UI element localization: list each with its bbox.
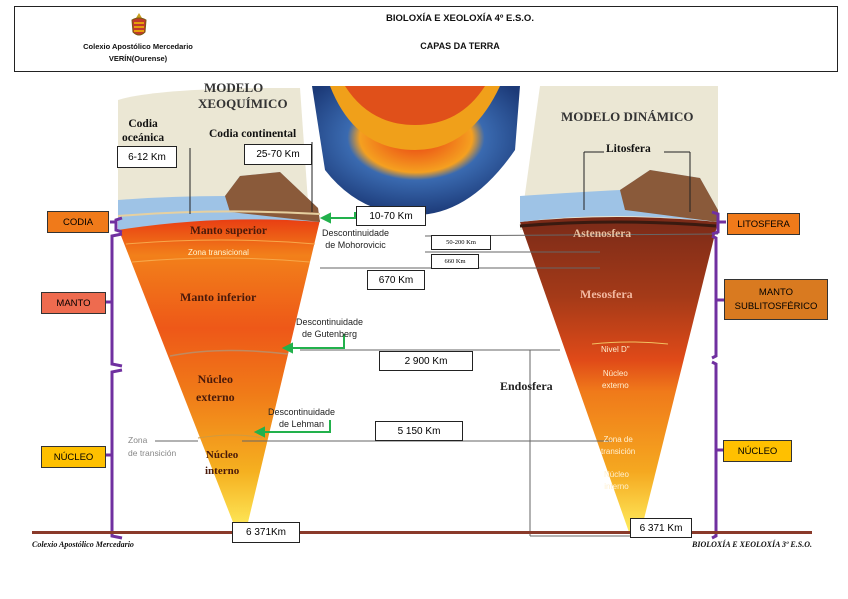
lower-mantle-label: Manto inferior [180,290,256,305]
inner-core-line2: interno [205,463,239,479]
km-box-2900: 2 900 Km [379,351,473,371]
moho-line2: de Mohorovicic [322,239,389,251]
km-box-6371-left: 6 371Km [232,522,300,543]
label-codia: CODIA [47,211,109,233]
left-model-title-line2: XEOQUÍMICO [198,96,288,112]
r-outer-core-label: Núcleo externo [602,368,629,392]
gutenberg-line1: Descontinuidade [296,316,363,328]
label-manto-sub-line1: MANTO [759,286,793,300]
label-litosfera: LITOSFERA [727,213,800,235]
transition-zone-note-line1: Zona [128,434,176,447]
outer-core-line1: Núcleo [196,370,235,388]
km-box-5150: 5 150 Km [375,421,463,441]
r-outer-core-line1: Núcleo [602,368,629,380]
nivel-d-label: Nivel D" [601,345,630,354]
lehman-line2: de Lehman [268,418,335,430]
left-model-title-line1: MODELO [198,80,288,96]
left-model-title: MODELO XEOQUÍMICO [198,80,288,112]
continental-crust-label: Codia continental [209,128,296,140]
r-transition-zone-label: Zona de transición [601,434,635,458]
label-nucleo-right: NÚCLEO [723,440,792,462]
transition-zone-note-line2: de transición [128,447,176,460]
oceanic-crust-line2: oceánica [122,131,164,145]
moho-line1: Descontinuidade [322,227,389,239]
inner-core-line1: Núcleo [205,447,239,463]
r-inner-core-line1: Núcleo [604,469,629,481]
footer-right-text: BIOLOXÍA E XEOLOXÍA 3º E.S.O. [692,540,812,549]
km-box-6371-right: 6 371 Km [630,518,692,538]
footer-left-text: Colexio Apostólico Mercedario [32,540,134,549]
label-manto: MANTO [41,292,106,314]
moho-discontinuity-label: Descontinuidade de Mohorovicic [322,227,389,251]
label-manto-sublitosferico: MANTO SUBLITOSFÉRICO [724,279,828,320]
endosphere-label: Endosfera [500,379,553,394]
r-inner-core-line2: interno [604,481,629,493]
gutenberg-line2: de Gutenberg [296,328,363,340]
km-box-50-200: 50-200 Km [431,235,491,250]
km-box-oceanic: 6-12 Km [117,146,177,168]
oceanic-crust-label: Codia oceánica [122,117,164,145]
km-box-660: 660 Km [431,254,479,269]
r-transition-zone-line1: Zona de [601,434,635,446]
footer-rule [32,531,812,534]
lehman-discontinuity-label: Descontinuidade de Lehman [268,406,335,430]
r-transition-zone-line2: transición [601,446,635,458]
transition-zone-label: Zona transicional [188,248,249,257]
oceanic-crust-line1: Codia [122,117,164,131]
lithosphere-label: Litosfera [606,143,651,155]
km-box-continental: 25-70 Km [244,144,312,165]
lehman-line1: Descontinuidade [268,406,335,418]
km-box-670: 670 Km [367,270,425,290]
mesosphere-label: Mesosfera [580,287,633,302]
upper-mantle-label: Manto superior [190,225,267,237]
km-box-moho: 10-70 Km [356,206,426,226]
outer-core-line2: externo [196,388,235,406]
r-outer-core-line2: externo [602,380,629,392]
transition-zone-note: Zona de transición [128,434,176,460]
label-nucleo-left: NÚCLEO [41,446,106,468]
asthenosphere-label: Astenosfera [573,228,631,240]
gutenberg-discontinuity-label: Descontinuidade de Gutenberg [296,316,363,340]
inner-core-label: Núcleo interno [205,447,239,479]
right-model-title: MODELO DINÁMICO [561,109,694,125]
r-inner-core-label: Núcleo interno [604,469,629,493]
label-manto-sub-line2: SUBLITOSFÉRICO [735,300,818,314]
outer-core-label: Núcleo externo [196,370,235,406]
